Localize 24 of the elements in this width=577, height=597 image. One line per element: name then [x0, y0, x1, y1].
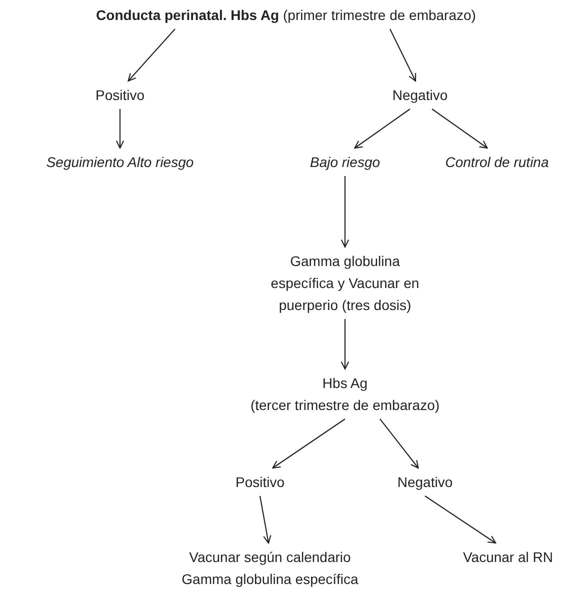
arrow — [432, 108, 488, 149]
arrow — [380, 418, 419, 469]
arrow — [259, 496, 272, 544]
arrow — [116, 109, 124, 149]
flow-step-text: Positivo — [235, 473, 285, 492]
flow-step-text: Hbs Ag — [322, 374, 368, 393]
arrow — [390, 28, 416, 82]
arrow — [340, 176, 350, 248]
flow-step-text: Gamma globulina específica y Vacunar en puerperio (tres dosis) — [270, 252, 420, 315]
flow-step-text: Control de rutina — [445, 153, 549, 172]
flow-step-text: Negativo — [397, 473, 453, 492]
arrow — [424, 496, 496, 544]
arrow — [354, 108, 410, 149]
flow-step-text: Positivo — [95, 86, 145, 105]
title-text: Conducta perinatal. Hbs Ag (primer trimestre de embarazo) — [96, 6, 476, 25]
flow-step-text: Vacunar al RN — [463, 548, 553, 567]
flow-step-text: Negativo — [392, 86, 448, 105]
flow-step-text: Bajo riesgo — [310, 153, 380, 172]
flow-step-text: (tercer trimestre de embarazo) — [250, 396, 440, 415]
arrow — [272, 418, 346, 469]
arrow — [128, 28, 176, 82]
flow-step-text: Vacunar según calendario Gamma globulina específica — [180, 548, 360, 589]
flow-step-text: Seguimiento Alto riesgo — [46, 153, 194, 172]
arrow — [340, 319, 350, 370]
